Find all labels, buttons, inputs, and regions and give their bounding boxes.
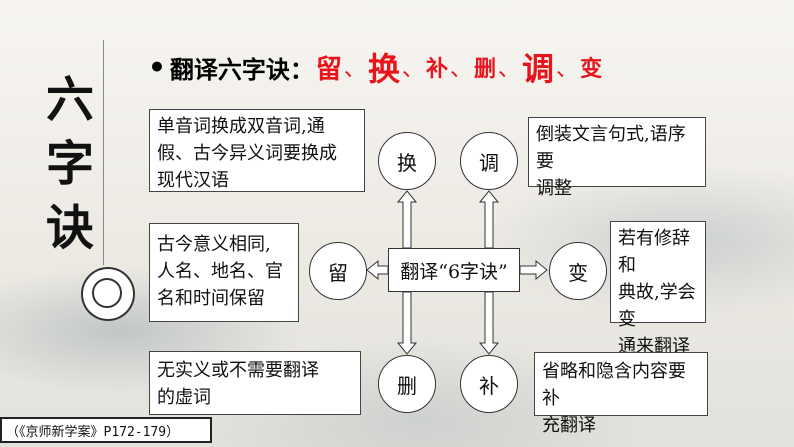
box-huan: 单音词换成双音词,通 假、古今异义词要换成 现代汉语 xyxy=(149,109,365,192)
side-title-char: 六 xyxy=(45,72,94,128)
title-separator: 、 xyxy=(343,57,366,82)
decorative-ring-icon xyxy=(86,272,130,316)
bullet-icon: • xyxy=(148,50,166,84)
arrow-left xyxy=(366,259,389,281)
vertical-divider xyxy=(103,40,104,265)
title-separator: 、 xyxy=(556,57,579,82)
box-line: 人名、地名、官 xyxy=(157,261,283,282)
box-line: 若有修辞和 xyxy=(618,228,690,276)
title-label: 翻译六字诀： xyxy=(169,54,314,84)
box-line: 倒装文言句式,语序要 xyxy=(536,124,686,172)
side-title-char: 诀 xyxy=(45,200,94,256)
box-line: 典故,学会变 xyxy=(618,282,696,330)
node-bu: 补 xyxy=(460,355,518,413)
node-shan: 删 xyxy=(378,355,436,413)
title-item-liu: 留 xyxy=(315,54,342,85)
side-title: 六 字 诀 xyxy=(40,68,100,260)
box-line: 古今意义相同, xyxy=(157,234,271,255)
title-separator: 、 xyxy=(449,57,472,82)
node-huan: 换 xyxy=(378,132,436,190)
node-bian: 变 xyxy=(549,242,607,300)
box-line: 通来翻译 xyxy=(618,336,690,357)
title-item-shan: 删 xyxy=(474,56,497,82)
arrow-right xyxy=(519,259,548,281)
arrow-up-left xyxy=(396,190,418,249)
title-separator: 、 xyxy=(401,57,424,82)
box-tiao: 倒装文言句式,语序要 调整 xyxy=(528,117,706,199)
side-title-char: 字 xyxy=(45,136,94,192)
title-item-tiao: 调 xyxy=(522,50,555,88)
box-line: 名和时间保留 xyxy=(157,288,265,309)
box-line: 假、古今异义词要换成 xyxy=(157,143,337,164)
title-item-huan: 换 xyxy=(367,50,400,88)
box-shan: 无实义或不需要翻译 的虚词 xyxy=(149,351,361,415)
center-box: 翻译“6字诀” xyxy=(388,248,520,292)
box-line: 的虚词 xyxy=(157,387,211,408)
title-separator: 、 xyxy=(498,57,521,82)
box-bian: 若有修辞和 典故,学会变 通来翻译 xyxy=(610,221,706,357)
title-item-bian: 变 xyxy=(580,56,603,82)
arrow-down-left xyxy=(396,291,418,355)
page-title: • 翻译六字诀： 留 、 换 、 补 、 删 、 调 、 变 xyxy=(148,44,708,90)
arrow-down-right xyxy=(478,291,500,355)
box-line: 省略和隐含内容要补 xyxy=(542,361,686,409)
arrow-up-right xyxy=(478,190,500,249)
node-liu: 留 xyxy=(309,242,367,300)
source-footnote: （《京师新学案》P172-179） xyxy=(0,417,212,443)
box-line: 充翻译 xyxy=(542,415,596,436)
box-line: 调整 xyxy=(536,178,572,199)
box-line: 单音词换成双音词,通 xyxy=(157,116,325,137)
box-liu: 古今意义相同, 人名、地名、官 名和时间保留 xyxy=(149,223,299,322)
box-line: 现代汉语 xyxy=(157,170,229,191)
title-item-bu: 补 xyxy=(425,56,448,82)
box-bu: 省略和隐含内容要补 充翻译 xyxy=(534,352,708,436)
node-tiao: 调 xyxy=(460,132,518,190)
box-line: 无实义或不需要翻译 xyxy=(157,360,319,381)
